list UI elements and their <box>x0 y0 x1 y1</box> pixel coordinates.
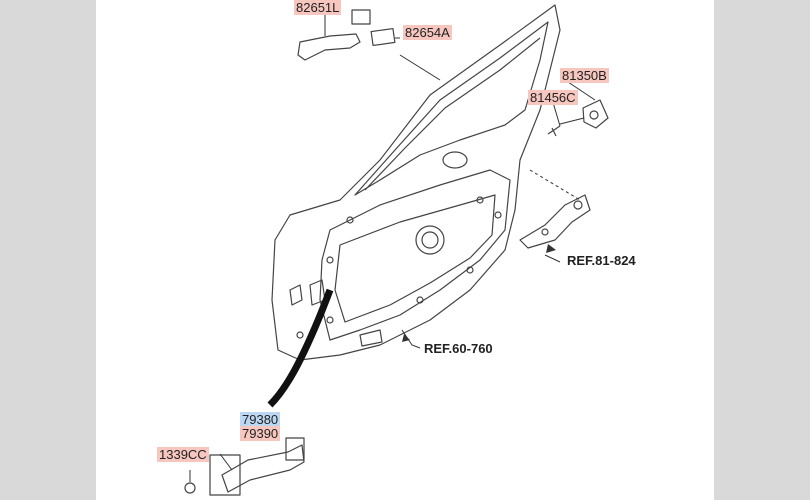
callout-81456C: 81456C <box>528 90 578 105</box>
door-checker <box>221 444 305 493</box>
callout-81350B: 81350B <box>560 68 609 83</box>
inner-panel <box>319 169 511 341</box>
window-frame <box>354 21 549 196</box>
outer-handle-shape <box>297 33 361 61</box>
right-margin <box>714 0 810 500</box>
callout-ref-81-824: REF.81-824 <box>567 253 636 268</box>
door-panel-outline <box>271 4 561 361</box>
callout-ref-60-760: REF.60-760 <box>424 341 493 356</box>
callout-1339CC: 1339CC <box>157 447 209 462</box>
speaker-cutout <box>415 225 445 255</box>
latch-assembly <box>519 194 591 249</box>
callout-82651L: 82651L <box>294 0 342 15</box>
callout-82654A: 82654A <box>403 25 452 40</box>
callout-79390: 79390 <box>240 426 281 441</box>
diagram-canvas <box>96 0 714 500</box>
left-margin <box>0 0 96 500</box>
striker-part <box>582 99 609 129</box>
callout-79380: 79380 <box>240 412 281 427</box>
wiring-strip <box>267 288 334 408</box>
